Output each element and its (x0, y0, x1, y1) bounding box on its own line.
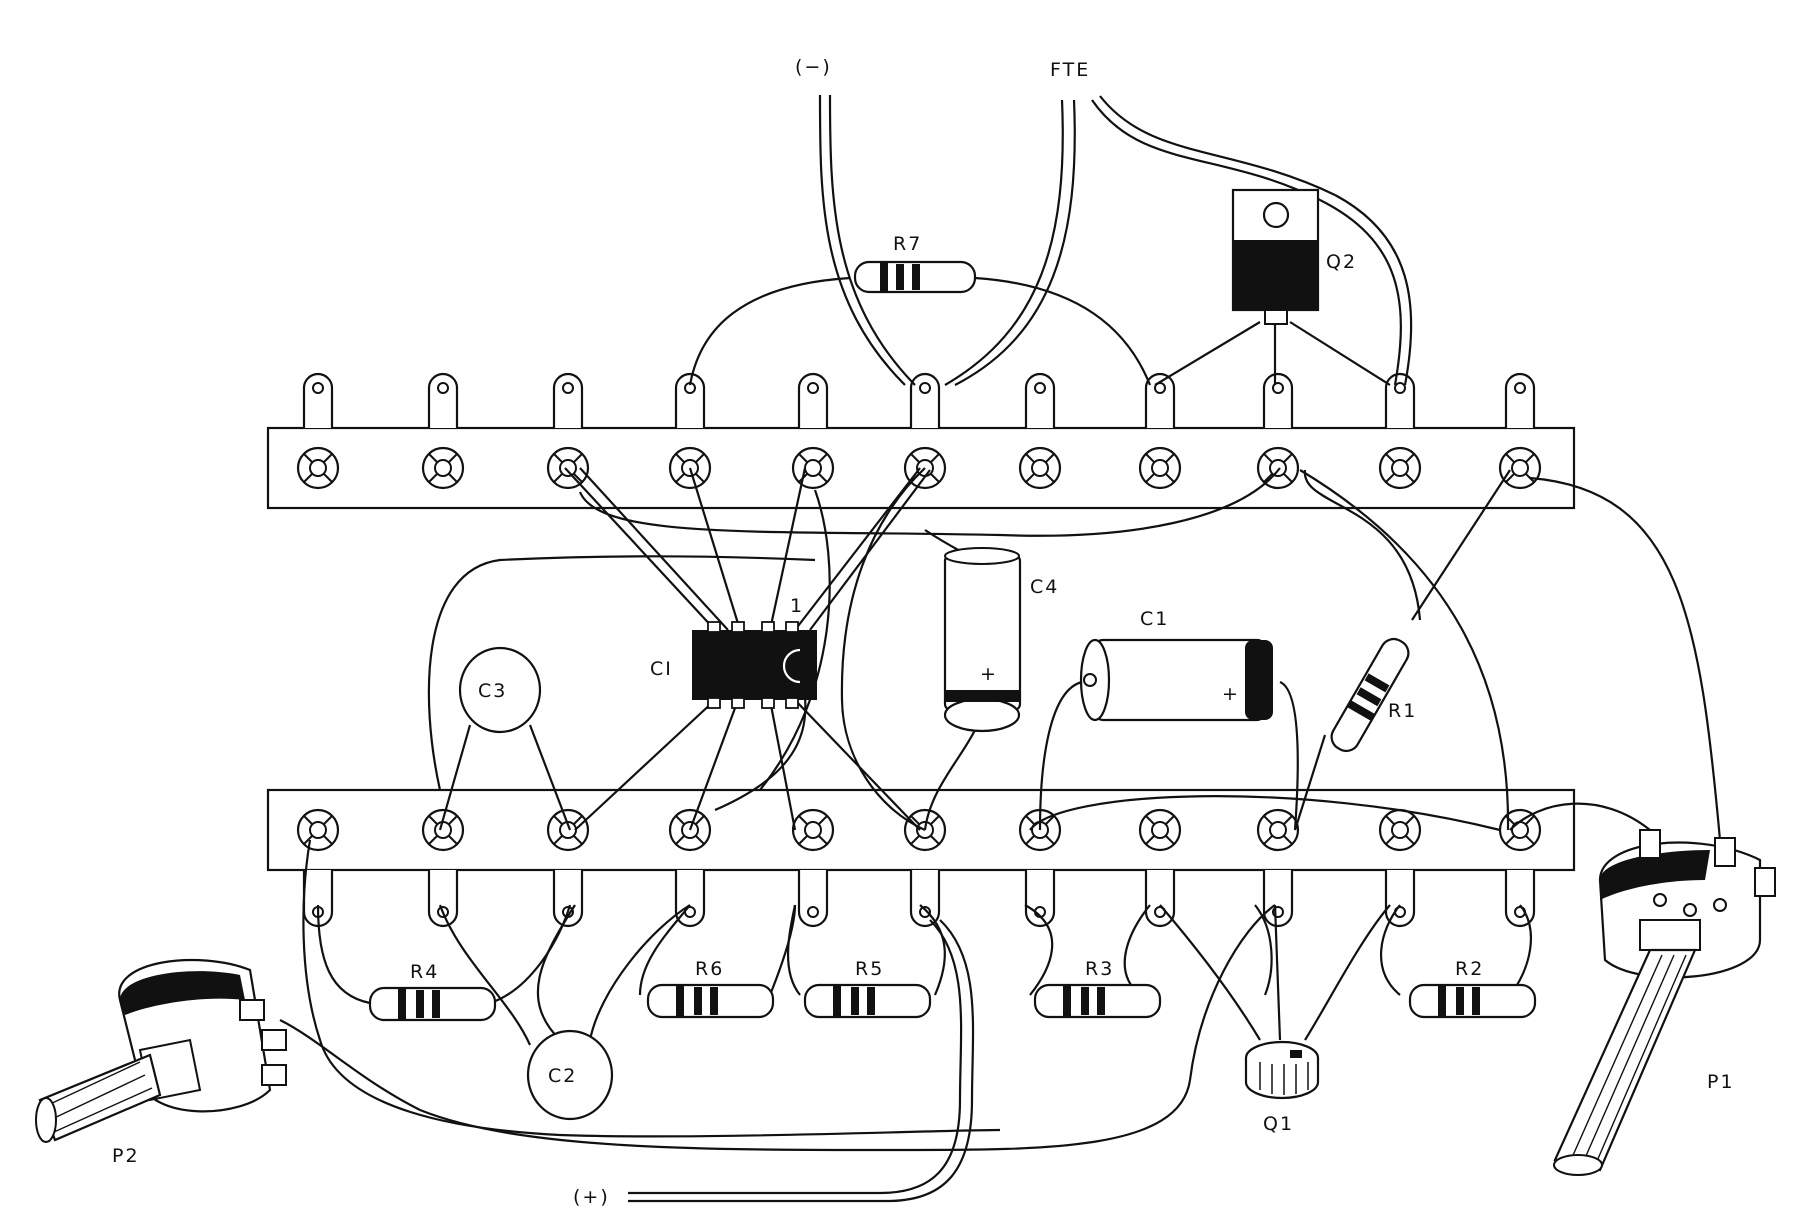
bottom-eyelet-9 (1256, 808, 1300, 852)
label-c2: C2 (548, 1065, 577, 1087)
label-c1: C1 (1140, 608, 1169, 630)
label-pin1: 1 (790, 595, 804, 617)
top-eyelet-8 (1138, 446, 1182, 490)
top-lug-3 (552, 372, 584, 428)
top-lug-5 (797, 372, 829, 428)
resistor-r2: R2 (1408, 958, 1537, 1019)
top-eyelet-11 (1498, 446, 1542, 490)
potentiometer-p2: P2 (35, 958, 287, 1167)
top-eyelet-3 (546, 446, 590, 490)
resistor-r3: R3 (1033, 958, 1162, 1019)
label-c4: C4 (1030, 576, 1059, 598)
top-lug-1 (302, 372, 334, 428)
bottom-lug-7 (1024, 870, 1056, 928)
resistor-r6: R6 (646, 958, 775, 1019)
bottom-lug-5 (797, 870, 829, 928)
top-lug-8 (1144, 372, 1176, 428)
top-eyelet-1 (296, 446, 340, 490)
bottom-lug-6 (909, 870, 941, 928)
label-negative-supply: (−) (795, 56, 832, 78)
top-lug-2 (427, 372, 459, 428)
label-positive-supply: (+) (573, 1186, 610, 1208)
bottom-lug-3 (552, 870, 584, 928)
label-r3: R3 (1085, 958, 1114, 980)
bottom-eyelet-5 (791, 808, 835, 852)
label-r6: R6 (695, 958, 724, 980)
label-ci: CI (650, 658, 673, 680)
top-eyelet-5 (791, 446, 835, 490)
label-r1: R1 (1388, 700, 1417, 722)
label-r7: R7 (893, 233, 922, 255)
top-lug-7 (1024, 372, 1056, 428)
bottom-eyelet-8 (1138, 808, 1182, 852)
resistor-r1 (1330, 637, 1410, 753)
label-r4: R4 (410, 961, 439, 983)
ic-ci: CI 1 (650, 595, 817, 709)
top-eyelet-10 (1378, 446, 1422, 490)
label-plus-c4: + (980, 663, 998, 685)
bottom-eyelet-10 (1378, 808, 1422, 852)
capacitor-c1: + C1 (1079, 608, 1273, 722)
capacitor-c2: C2 (526, 1029, 614, 1121)
top-lug-9 (1262, 372, 1294, 428)
bottom-lug-11 (1504, 870, 1536, 928)
label-q1: Q1 (1263, 1113, 1294, 1135)
resistor-r5: R5 (803, 958, 932, 1019)
label-r2: R2 (1455, 958, 1484, 980)
top-eyelet-7 (1018, 446, 1062, 490)
label-r5: R5 (855, 958, 884, 980)
bottom-eyelet-3 (546, 808, 590, 852)
top-lug-10 (1384, 372, 1416, 428)
label-c3: C3 (478, 680, 507, 702)
bottom-lug-2 (427, 870, 459, 928)
capacitor-c3: C3 (458, 646, 542, 734)
bottom-eyelet-2 (421, 808, 465, 852)
label-plus-c1: + (1222, 683, 1240, 705)
top-eyelet-9 (1256, 446, 1300, 490)
trimmer-q1: Q1 (1244, 1040, 1320, 1135)
label-p2: P2 (112, 1145, 140, 1167)
potentiometer-p1: P1 (1553, 829, 1776, 1176)
top-lug-6 (909, 372, 941, 428)
bottom-eyelet-11 (1498, 808, 1542, 852)
top-lug-11 (1504, 372, 1536, 428)
bottom-lug-9 (1262, 870, 1294, 928)
top-eyelet-2 (421, 446, 465, 490)
label-q2: Q2 (1326, 251, 1357, 273)
label-p1: P1 (1707, 1071, 1735, 1093)
bottom-eyelet-1 (296, 808, 340, 852)
resistor-r7: R7 (853, 233, 977, 294)
label-fte: FTE (1050, 59, 1090, 81)
top-lug-4 (674, 372, 706, 428)
capacitor-c4: + C4 (943, 547, 1059, 733)
transistor-q2: Q2 (1231, 188, 1357, 325)
resistor-r4: R4 (368, 961, 497, 1022)
wires (279, 94, 1722, 1203)
